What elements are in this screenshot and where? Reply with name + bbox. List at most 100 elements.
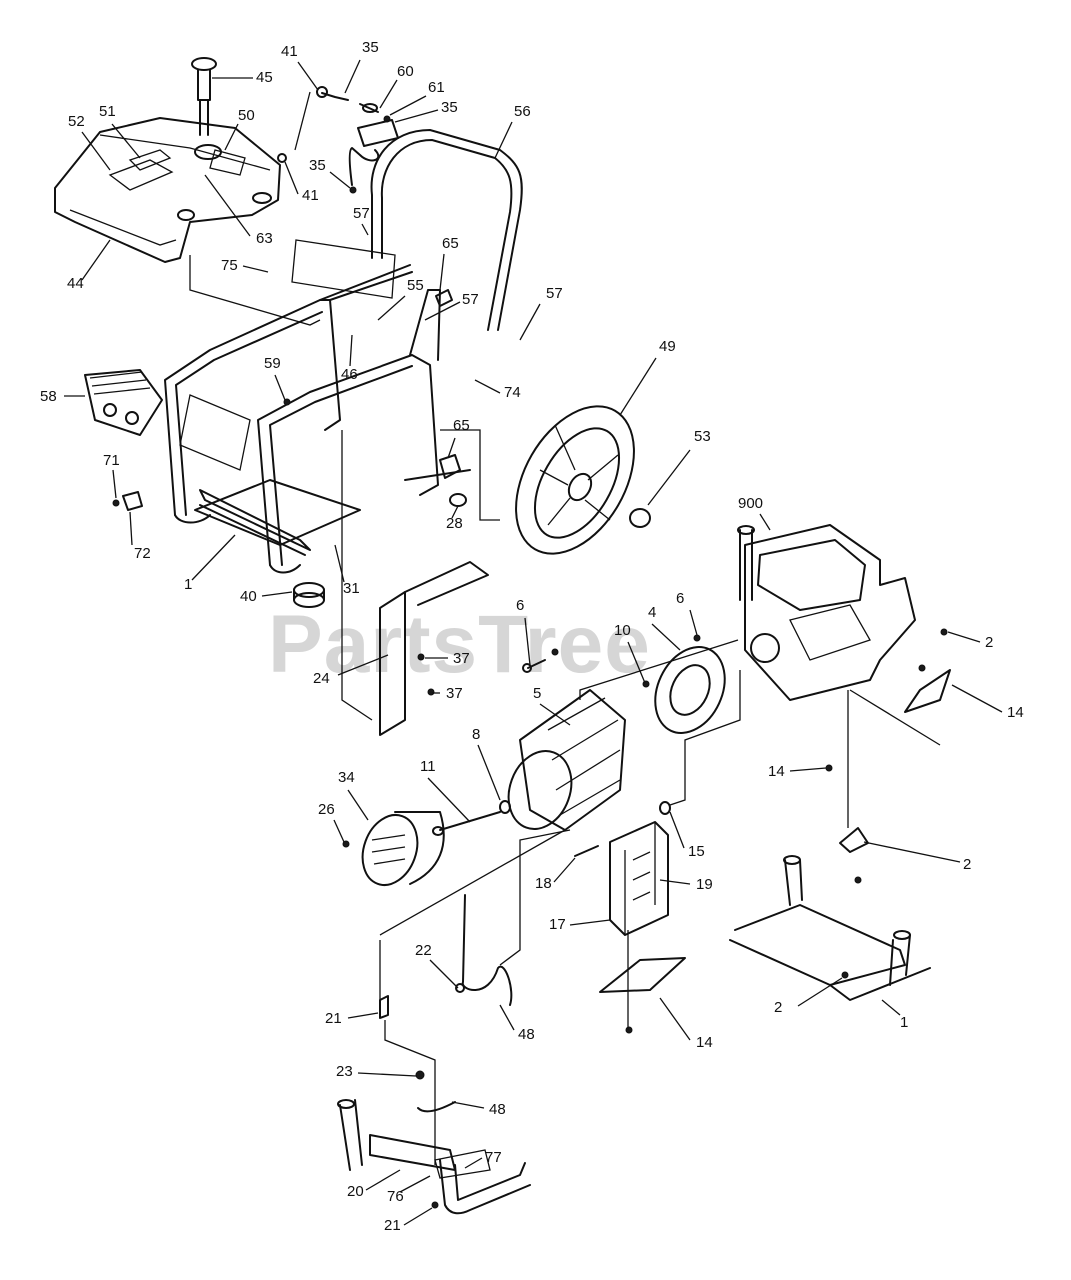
callout-c48a[interactable]: 48	[518, 1026, 535, 1043]
callout-c4[interactable]: 4	[648, 604, 656, 621]
callout-c6a[interactable]: 6	[516, 597, 524, 614]
callout-c35c[interactable]: 35	[309, 157, 326, 174]
alternator-stator[interactable]	[498, 689, 626, 838]
mount-plate-right[interactable]	[904, 669, 951, 713]
handle[interactable]	[291, 129, 523, 331]
wheel-cap[interactable]	[629, 508, 651, 528]
callout-c65b[interactable]: 65	[453, 417, 470, 434]
control-box[interactable]	[609, 821, 669, 936]
callout-c45[interactable]: 45	[256, 69, 273, 86]
base-frame-right[interactable]	[729, 855, 931, 1001]
callout-c72[interactable]: 72	[134, 545, 151, 562]
callout-c58[interactable]: 58	[40, 388, 57, 405]
leader-line-c65a	[439, 253, 445, 291]
wheel[interactable]	[492, 386, 659, 575]
leader-line-c50	[224, 123, 239, 151]
callout-c46[interactable]: 46	[341, 366, 358, 383]
engine[interactable]	[737, 524, 916, 701]
callout-c21a[interactable]: 21	[325, 1010, 342, 1027]
callout-c6b[interactable]: 6	[676, 590, 684, 607]
callout-c48b[interactable]: 48	[489, 1101, 506, 1118]
mount-plate-lower[interactable]	[599, 957, 686, 993]
callout-c50[interactable]: 50	[238, 107, 255, 124]
callout-c77[interactable]: 77	[485, 1149, 502, 1166]
callout-c1a[interactable]: 1	[184, 576, 192, 593]
callout-c21b[interactable]: 21	[384, 1217, 401, 1234]
callout-c57c[interactable]: 57	[546, 285, 563, 302]
callout-c28[interactable]: 28	[446, 515, 463, 532]
callout-c37a[interactable]: 37	[453, 650, 470, 667]
callout-c61[interactable]: 61	[428, 79, 445, 96]
fuel-tank[interactable]	[54, 117, 281, 263]
callout-c41a[interactable]: 41	[281, 43, 298, 60]
axle-knob[interactable]	[435, 289, 461, 479]
callout-c5[interactable]: 5	[533, 685, 541, 702]
callout-c18[interactable]: 18	[535, 875, 552, 892]
bracket[interactable]	[379, 561, 489, 736]
callout-c49[interactable]: 49	[659, 338, 676, 355]
leader-line-c24	[337, 654, 389, 676]
callout-c20[interactable]: 20	[347, 1183, 364, 1200]
isolator-mount[interactable]	[839, 827, 869, 853]
control-panel[interactable]	[84, 369, 163, 436]
callout-c10[interactable]: 10	[614, 622, 631, 639]
leader-line-c52	[81, 131, 111, 171]
callout-c31[interactable]: 31	[343, 580, 360, 597]
callout-c74[interactable]: 74	[504, 384, 521, 401]
callout-c51[interactable]: 51	[99, 103, 116, 120]
callout-c56[interactable]: 56	[514, 103, 531, 120]
callout-c14b[interactable]: 14	[768, 763, 785, 780]
fuel-line[interactable]	[277, 86, 399, 194]
ground-wire[interactable]	[417, 894, 513, 1113]
callout-c65a[interactable]: 65	[442, 235, 459, 252]
callout-c35b[interactable]: 35	[441, 99, 458, 116]
callout-c26[interactable]: 26	[318, 801, 335, 818]
callout-c59[interactable]: 59	[264, 355, 281, 372]
base-frame-lower[interactable]	[337, 1099, 531, 1215]
rear-cover[interactable]	[353, 807, 445, 892]
frame[interactable]	[164, 264, 471, 574]
callout-c23[interactable]: 23	[336, 1063, 353, 1080]
callout-c63[interactable]: 63	[256, 230, 273, 247]
breaker[interactable]	[112, 491, 143, 511]
callout-c75[interactable]: 75	[221, 257, 238, 274]
callout-c24[interactable]: 24	[313, 670, 330, 687]
callout-c15[interactable]: 15	[688, 843, 705, 860]
callout-c34[interactable]: 34	[338, 769, 355, 786]
callout-c53[interactable]: 53	[694, 428, 711, 445]
fuel-gauge[interactable]	[191, 57, 217, 136]
callout-c11[interactable]: 11	[420, 758, 436, 775]
bolt-6[interactable]	[522, 634, 701, 673]
rubber-foot[interactable]	[293, 582, 325, 608]
through-bolt[interactable]	[432, 800, 511, 836]
callout-c14c[interactable]: 14	[696, 1034, 713, 1051]
callout-c40[interactable]: 40	[240, 588, 257, 605]
callout-c2c[interactable]: 2	[774, 999, 782, 1016]
callout-c37b[interactable]: 37	[446, 685, 463, 702]
callout-c57b[interactable]: 57	[462, 291, 479, 308]
callout-c35a[interactable]: 35	[362, 39, 379, 56]
callout-c52[interactable]: 52	[68, 113, 85, 130]
callout-c1b[interactable]: 1	[900, 1014, 908, 1031]
callout-c2a[interactable]: 2	[985, 634, 993, 651]
callout-c60[interactable]: 60	[397, 63, 414, 80]
callout-c8[interactable]: 8	[472, 726, 480, 743]
leader-line-c31	[334, 544, 345, 583]
callout-c76[interactable]: 76	[387, 1188, 404, 1205]
leader-line-c17	[569, 919, 611, 926]
callout-c14a[interactable]: 14	[1007, 704, 1024, 721]
callout-c44[interactable]: 44	[67, 275, 84, 292]
callout-c57a[interactable]: 57	[353, 205, 370, 222]
bearing-carrier[interactable]	[642, 636, 738, 745]
callout-c71[interactable]: 71	[103, 452, 120, 469]
frame-feet-bar[interactable]	[194, 479, 361, 546]
callout-c19[interactable]: 19	[696, 876, 713, 893]
terminals[interactable]	[379, 983, 465, 1209]
callout-c900[interactable]: 900	[738, 495, 763, 512]
callout-c22[interactable]: 22	[415, 942, 432, 959]
callout-c2b[interactable]: 2	[963, 856, 971, 873]
callout-c17[interactable]: 17	[549, 916, 566, 933]
callout-c41b[interactable]: 41	[302, 187, 319, 204]
callout-c55[interactable]: 55	[407, 277, 424, 294]
washer[interactable]	[449, 493, 467, 507]
